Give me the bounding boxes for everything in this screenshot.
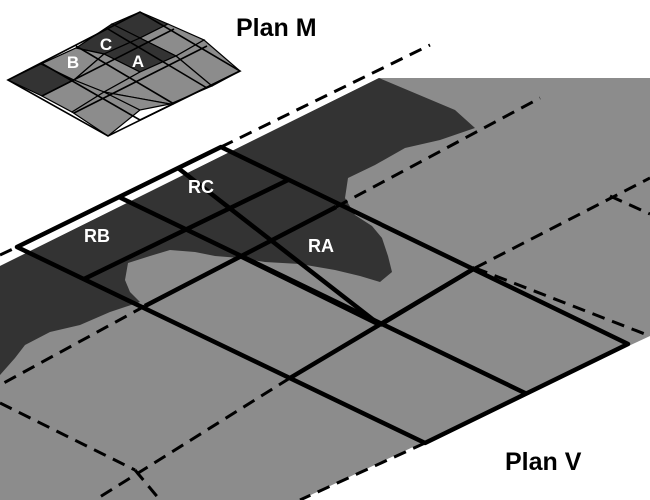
plan-m-cell xyxy=(103,91,171,111)
grid-col-line xyxy=(176,166,382,327)
dashed-row-line xyxy=(0,304,146,387)
plan-m-grid-line xyxy=(107,28,208,89)
plan-v-dark-region xyxy=(0,78,475,375)
plan-m-grid-line xyxy=(75,45,175,105)
dashed-row-line xyxy=(335,96,541,209)
cell-label-a: A xyxy=(132,52,144,71)
cell-label-b: B xyxy=(67,53,79,72)
plan-v-grid-solid xyxy=(14,144,631,446)
dashed-row-line xyxy=(474,176,650,270)
cell-label-rb: RB xyxy=(84,226,110,246)
dashed-col-line xyxy=(0,401,136,472)
plan-m-grid-line xyxy=(73,45,208,114)
dashed-col-line xyxy=(474,266,650,338)
plan-m-grid-line xyxy=(139,70,241,121)
plan-v xyxy=(0,78,650,500)
dashed-row-line xyxy=(220,43,431,149)
plan-v-grid-outline xyxy=(14,144,631,446)
plan-m-grid-line xyxy=(41,28,175,97)
dashed-col-line xyxy=(609,194,650,216)
cell-label-ra: RA xyxy=(308,236,334,256)
plan-v-grid-dashed xyxy=(0,43,650,500)
grid-col-line xyxy=(378,266,477,327)
plan-v-light-region xyxy=(0,78,650,500)
plan-m-title: Plan M xyxy=(236,14,317,42)
dashed-row-line xyxy=(94,376,291,500)
grid-col-line xyxy=(239,253,381,328)
cell-label-c: C xyxy=(100,35,112,54)
plan-v-title: Plan V xyxy=(505,448,582,476)
cell-label-rc: RC xyxy=(188,177,214,197)
dashed-col-line xyxy=(0,245,18,257)
plan-m-grid-line xyxy=(40,62,141,121)
plan-m-grid xyxy=(6,11,242,137)
dashed-col-line xyxy=(133,469,162,500)
dashed-row-line xyxy=(299,441,426,500)
plan-m xyxy=(6,11,242,137)
